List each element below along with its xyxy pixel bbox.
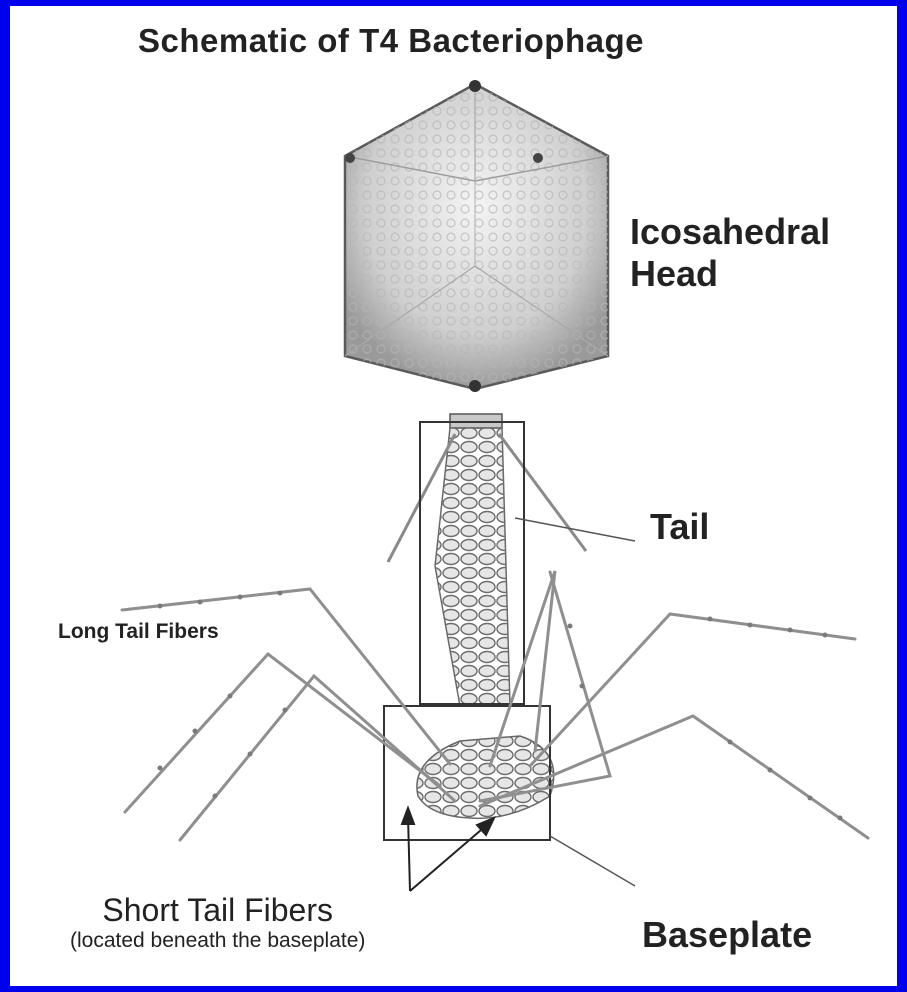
diagram-title: Schematic of T4 Bacteriophage [138,22,644,60]
diagram-frame: Schematic of T4 Bacteriophage Icosahedra… [10,6,897,986]
long-tail-fibers-label: Long Tail Fibers [58,620,219,644]
head-label-line1: Icosahedral [630,211,830,253]
icosahedral-head [345,80,608,392]
short-tail-fibers-note: (located beneath the baseplate) [70,929,365,953]
short-tail-fibers-label: Short Tail Fibers (located beneath the b… [70,892,365,953]
tail-label: Tail [650,506,709,548]
baseplate-label: Baseplate [642,914,812,956]
head-label: Icosahedral Head [630,211,830,295]
head-label-line2: Head [630,253,830,295]
t4-phage-illustration [10,6,897,986]
leader-lines [515,518,635,886]
short-tail-fibers-title: Short Tail Fibers [70,892,365,929]
short-fiber-arrows [402,808,494,891]
tail-sheath [435,428,510,706]
